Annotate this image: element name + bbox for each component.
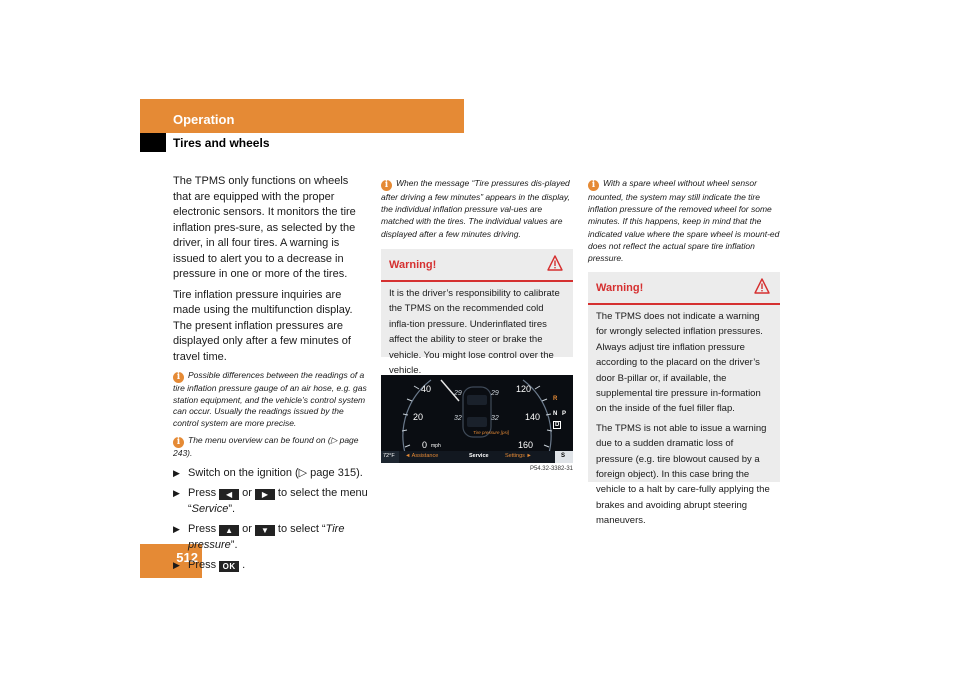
page-number-box — [140, 544, 202, 578]
warning-box-tpms-limits: Warning! The TPMS does not indicate a wa… — [588, 272, 780, 526]
gear-indicator: R — [553, 396, 558, 402]
instrument-cluster-figure: 40 20 0 mph 120 140 160 29 29 32 32 Tire… — [381, 375, 573, 463]
step-text: Press — [188, 523, 217, 535]
step-text: ”. — [230, 538, 238, 551]
subsection-title: Tires and wheels — [173, 136, 270, 150]
warning-body: The TPMS is not able to issue a warning … — [596, 422, 770, 527]
tire-pressure-value: 29 — [454, 390, 462, 397]
gear-indicator: N — [553, 411, 558, 417]
menu-settings: Settings ► — [505, 453, 532, 459]
tire-pressure-value: 29 — [491, 390, 499, 397]
step-ignition: ▶ Switch on the ignition (▷ page 315). — [173, 466, 369, 482]
tire-pressure-value: 32 — [491, 415, 499, 422]
section-tab-marker — [140, 133, 166, 152]
s-badge: S — [561, 453, 566, 459]
note-text: When the message “Tire pressures dis-pla… — [381, 178, 570, 239]
speed-label: 160 — [518, 440, 534, 450]
left-arrow-key-icon: ◀ — [219, 489, 240, 500]
step-select-tire-pressure: ▶ Press▲or▼to select “Tire pressure”. — [173, 522, 369, 553]
step-select-service: ▶ Press◀or▶to select the menu “Service”. — [173, 486, 369, 517]
bullet-arrow-icon: ▶ — [173, 488, 180, 498]
tire-pressure-caption: Tire pressure [psi] — [473, 430, 509, 435]
figure-code: P54.32-3382-31 — [529, 466, 573, 472]
menu-name: Service — [191, 502, 229, 515]
note-text: Possible differences between the reading… — [173, 370, 367, 428]
warning-title: Warning! — [596, 282, 644, 294]
note-text: The menu overview can be found on (▷ pag… — [173, 435, 359, 458]
speed-unit: mph — [431, 443, 441, 449]
menu-service: Service — [469, 453, 489, 459]
gear-indicator: D — [553, 421, 562, 429]
info-icon: i — [588, 180, 599, 191]
step-text: Press — [188, 559, 217, 571]
menu-assistance: ◄ Assistance — [405, 453, 439, 459]
menu-item-name: Tire pressure — [188, 523, 345, 551]
bullet-arrow-icon: ▶ — [173, 524, 180, 534]
step-text: to select the menu “ — [188, 487, 368, 515]
bullet-arrow-icon: ▶ — [173, 560, 180, 570]
warning-header: Warning! — [588, 272, 780, 305]
step-text: Switch on the ignition (▷ page 315). — [188, 466, 363, 479]
ok-key-icon: OK — [219, 561, 240, 572]
step-text: ”. — [228, 502, 236, 515]
bullet-arrow-icon: ▶ — [173, 467, 180, 478]
speed-label: 20 — [413, 412, 424, 422]
column-left: The TPMS only functions on wheels that a… — [173, 174, 369, 579]
up-arrow-key-icon: ▲ — [219, 525, 240, 536]
tire-pressure-value: 32 — [454, 415, 462, 422]
paragraph-inquiries: Tire inflation pressure inquiries are ma… — [173, 288, 353, 363]
down-arrow-key-icon: ▼ — [254, 525, 275, 536]
speed-label: 40 — [421, 384, 432, 394]
outside-temperature: 72°F — [383, 453, 395, 459]
warning-triangle-icon — [547, 255, 563, 271]
warning-box-calibrate: Warning! It is the driver’s responsibili… — [381, 249, 573, 376]
note-text: With a spare wheel without wheel sensor … — [588, 178, 780, 264]
step-text: to select “ — [277, 523, 326, 535]
speed-label: 140 — [525, 412, 541, 422]
gear-indicator: P — [562, 411, 567, 417]
speed-label: 120 — [516, 384, 532, 394]
step-text: Press — [188, 487, 217, 499]
section-title: Operation — [173, 112, 235, 127]
right-arrow-key-icon: ▶ — [254, 489, 275, 500]
warning-body: The TPMS does not indicate a warning for… — [596, 311, 763, 415]
step-text: or — [242, 523, 252, 535]
page-number: 512 — [176, 550, 198, 565]
instrument-cluster-graphic — [381, 375, 573, 463]
info-icon: i — [381, 180, 392, 191]
speed-label: 0 — [422, 440, 428, 450]
warning-triangle-icon — [754, 278, 770, 294]
header-bar — [140, 99, 464, 133]
warning-title: Warning! — [389, 259, 437, 271]
warning-body: It is the driver’s responsibility to cal… — [389, 288, 560, 377]
step-text: or — [242, 487, 252, 499]
step-text: . — [242, 559, 246, 571]
paragraph-tpms-function: The TPMS only functions on wheels that a… — [173, 175, 356, 280]
info-icon: i — [173, 372, 184, 383]
info-icon: i — [173, 437, 184, 448]
warning-header: Warning! — [381, 249, 573, 282]
